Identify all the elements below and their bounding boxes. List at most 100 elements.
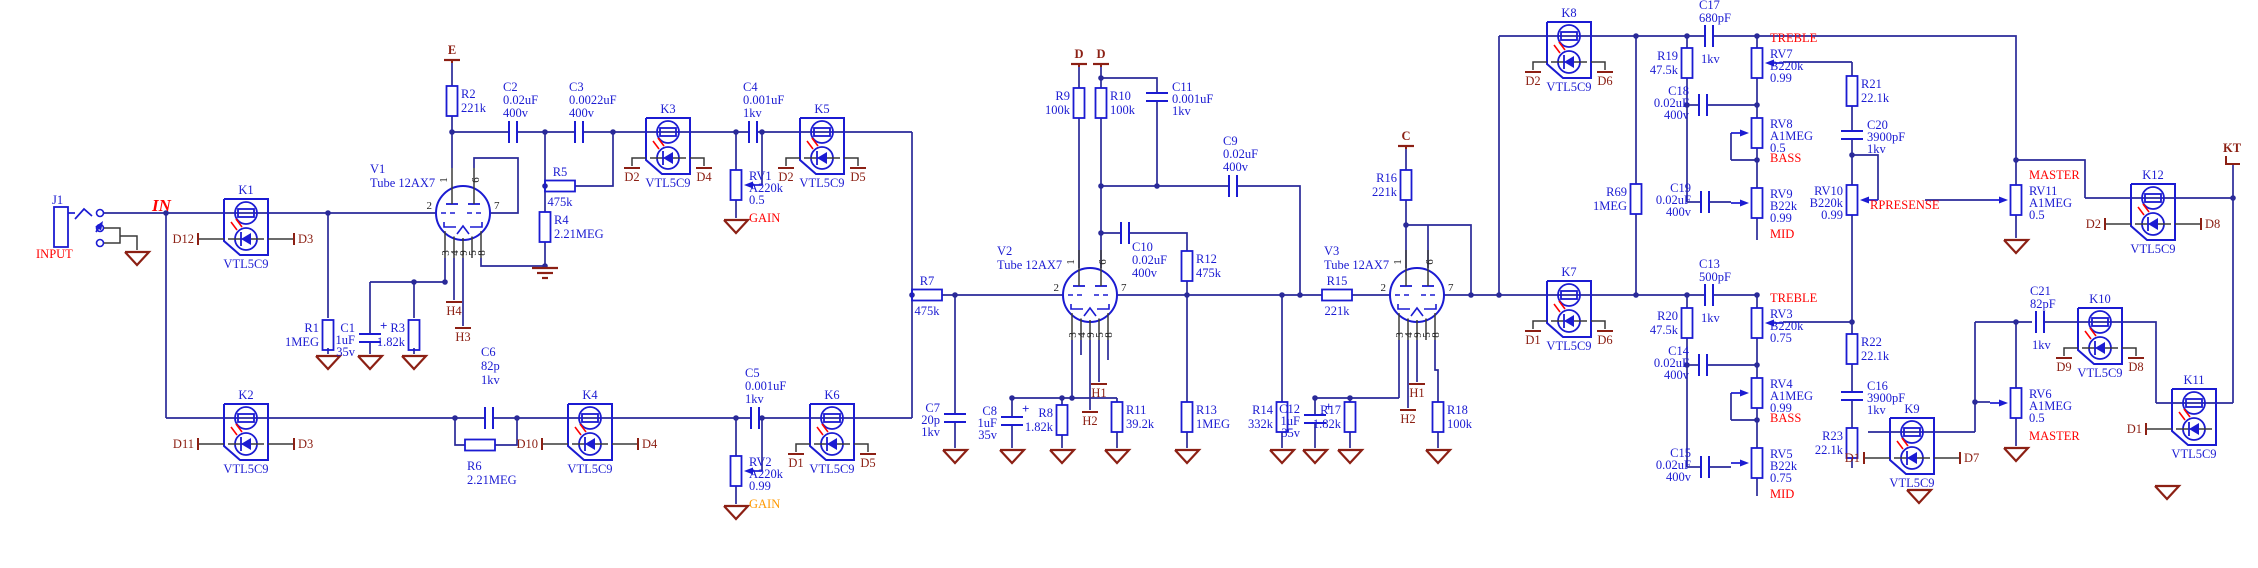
- power-flag-label: D: [1096, 47, 1105, 61]
- opto-led-pin: D2: [778, 170, 793, 184]
- ground-symbol: [1425, 448, 1453, 465]
- junction-dot: [442, 279, 448, 285]
- capacitor-label: C8: [982, 404, 997, 418]
- opto-led-pin: D6: [1597, 74, 1612, 88]
- tube-part: Tube 12AX7: [997, 258, 1062, 272]
- capacitor-label: 680pF: [1699, 11, 1731, 25]
- junction-dot: [1347, 395, 1353, 401]
- heater-flag-label: H2: [1400, 412, 1415, 426]
- pot-label: 0.99: [1770, 71, 1792, 85]
- tube-pin-number: 2: [1381, 282, 1387, 294]
- pot-label: B220k: [1770, 319, 1804, 333]
- tube-pin-number: 2: [427, 200, 433, 212]
- tube-pin-number: 4: [1076, 332, 1088, 338]
- opto-led-pin: D5: [860, 456, 875, 470]
- heater-flag-h3_v1: H3: [455, 327, 471, 344]
- opto-led-pin: D2: [624, 170, 639, 184]
- tube-part: Tube 12AX7: [1324, 258, 1389, 272]
- jack-ref: J1: [52, 193, 63, 207]
- pot-label: 0.5: [749, 193, 765, 207]
- ground-symbol: [1174, 448, 1202, 465]
- pot-label: 0.99: [1821, 208, 1843, 222]
- capacitor-label: C7: [925, 401, 940, 415]
- junction-dot: [2230, 195, 2236, 201]
- earth-ground-symbol: [532, 266, 558, 280]
- capacitor-label: 1uF: [336, 333, 356, 347]
- junction-dot: [1849, 319, 1855, 325]
- pot-label: RV10: [1814, 184, 1843, 198]
- capacitor-label: 0.001uF: [743, 93, 784, 107]
- capacitor-label: C16: [1867, 379, 1888, 393]
- opto-part: VTL5C9: [645, 176, 690, 190]
- capacitor-label: 0.02uF: [1654, 356, 1689, 370]
- opto-led-pin: D9: [2056, 360, 2071, 374]
- opto-part: VTL5C9: [567, 462, 612, 476]
- wires: [104, 35, 2234, 504]
- junction-dot: [411, 279, 417, 285]
- power-flag-d_right: D: [1093, 47, 1109, 67]
- tube-pin-number: 3: [1067, 332, 1079, 338]
- tube-ref: V2: [997, 244, 1012, 258]
- capacitor-label: 400v: [1664, 108, 1690, 122]
- pot-label: A1MEG: [2029, 196, 2072, 210]
- resistor-R6: R62.21MEG: [464, 438, 517, 487]
- ground-symbol: [942, 448, 970, 465]
- capacitor-label: C9: [1223, 134, 1238, 148]
- junction-dot: [452, 415, 458, 421]
- capacitor-label: 400v: [1223, 160, 1249, 174]
- capacitor-label: 0.02uF: [1656, 193, 1691, 207]
- junction-dot: [1754, 292, 1760, 298]
- pot-label: B22k: [1770, 199, 1798, 213]
- capacitor-label: 400v: [1666, 205, 1692, 219]
- pot-label: RV9: [1770, 187, 1793, 201]
- opto-led-pin: D12: [172, 232, 194, 246]
- junction-dot: [759, 129, 765, 135]
- resistor-value: 1.82k: [1313, 417, 1342, 431]
- junction-dot: [1684, 362, 1690, 368]
- pot-label: RV6: [2029, 387, 2052, 401]
- resistor-value: 221k: [461, 101, 487, 115]
- ground-symbol: [1337, 448, 1365, 465]
- pot-label: A1MEG: [2029, 399, 2072, 413]
- opto-led-pin: D3: [298, 232, 313, 246]
- resistor-ref: R22: [1861, 335, 1882, 349]
- ground-symbol: [723, 504, 751, 521]
- power-flag-e: E: [444, 43, 460, 63]
- pot-function-label: BASS: [1770, 151, 1801, 165]
- tube-pin-number: 1: [1065, 259, 1077, 265]
- ground-symbol: [124, 250, 152, 267]
- opto-ref: K11: [2183, 373, 2204, 387]
- capacitor-label: 400v: [1666, 470, 1692, 484]
- capacitor-label: 1uF: [1281, 414, 1301, 428]
- junction-dot: [1098, 183, 1104, 189]
- resistor-value: 100k: [1110, 103, 1136, 117]
- resistor-ref: R13: [1196, 403, 1217, 417]
- resistor-ref: R9: [1055, 89, 1070, 103]
- junction-dot: [1098, 230, 1104, 236]
- resistor-ref: R14: [1252, 403, 1274, 417]
- capacitor-label: C12: [1279, 402, 1300, 416]
- tube-pin-number: 6: [1424, 259, 1436, 265]
- opto-part: VTL5C9: [2130, 242, 2175, 256]
- resistor-value: 39.2k: [1126, 417, 1155, 431]
- resistor-value: 100k: [1447, 417, 1473, 431]
- heater-flag-h2_v3: H2: [1400, 409, 1416, 426]
- pot-label: RV4: [1770, 377, 1793, 391]
- capacitor-label: 1uF: [978, 416, 998, 430]
- opto-led-pin: D10: [516, 437, 538, 451]
- capacitor-label: 0.001uF: [1172, 92, 1213, 106]
- capacitor-label: C11: [1172, 80, 1192, 94]
- opto-led-pin: D8: [2128, 360, 2143, 374]
